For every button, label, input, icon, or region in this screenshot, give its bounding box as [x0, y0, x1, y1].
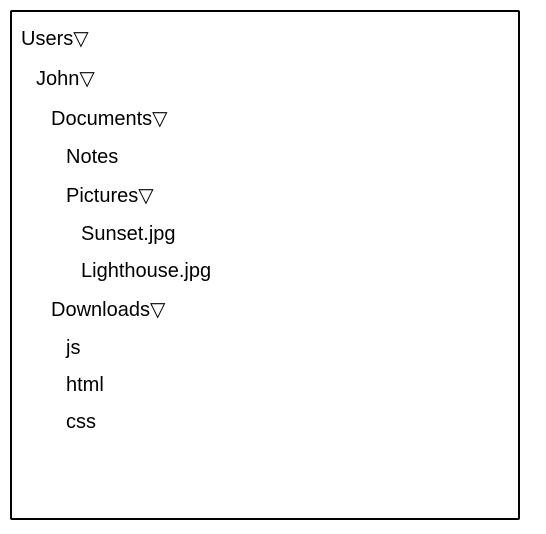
tree-node-pictures[interactable]: Pictures▽ — [66, 184, 154, 208]
tree-node-label: Sunset.jpg — [81, 223, 176, 245]
tree-node-html[interactable]: html — [66, 373, 104, 397]
tree-node-js[interactable]: js — [66, 336, 80, 360]
tree-node-label: Documents — [51, 108, 153, 130]
collapse-triangle-icon[interactable]: ▽ — [152, 108, 168, 130]
tree-node-lighthouse[interactable]: Lighthouse.jpg — [81, 259, 211, 283]
collapse-triangle-icon[interactable]: ▽ — [149, 299, 166, 321]
tree-node-john[interactable]: John▽ — [36, 67, 95, 91]
tree-node-label: Lighthouse.jpg — [81, 260, 212, 282]
tree-node-label: css — [66, 411, 96, 433]
tree-node-label: Users — [21, 28, 74, 50]
tree-node-css[interactable]: css — [66, 410, 96, 434]
collapse-triangle-icon[interactable]: ▽ — [79, 68, 95, 90]
collapse-triangle-icon[interactable]: ▽ — [73, 28, 89, 50]
tree-node-users[interactable]: Users▽ — [21, 27, 89, 51]
tree-node-label: js — [66, 337, 81, 359]
tree-node-downloads[interactable]: Downloads▽ — [51, 298, 165, 322]
file-tree-panel — [10, 10, 520, 520]
tree-node-notes[interactable]: Notes — [66, 145, 118, 169]
tree-node-label: Notes — [66, 146, 119, 168]
tree-node-label: Downloads — [51, 299, 150, 321]
collapse-triangle-icon[interactable]: ▽ — [138, 185, 154, 207]
tree-node-label: html — [66, 374, 104, 396]
tree-node-sunset[interactable]: Sunset.jpg — [81, 222, 176, 246]
tree-node-label: Pictures — [66, 185, 139, 207]
tree-node-label: John — [36, 68, 80, 90]
tree-node-documents[interactable]: Documents▽ — [51, 107, 168, 131]
